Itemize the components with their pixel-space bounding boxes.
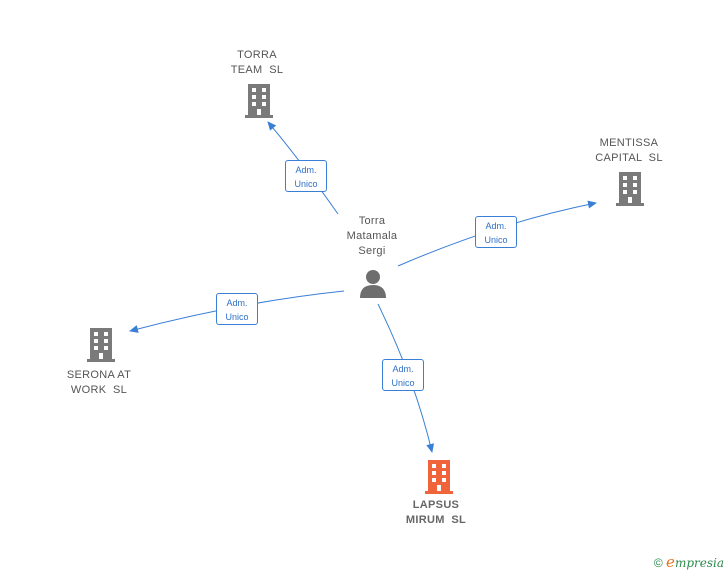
relation-role: Adm. <box>295 165 317 175</box>
relation-type: Unico <box>225 312 249 322</box>
relation-label-mentissa-capital[interactable]: Adm. Unico <box>475 216 517 248</box>
relation-label-serona-at-work[interactable]: Adm. Unico <box>216 293 258 325</box>
relation-role: Adm. <box>226 298 248 308</box>
building-icon[interactable] <box>86 328 116 362</box>
relation-label-lapsus-mirum[interactable]: Adm. Unico <box>382 359 424 391</box>
building-icon[interactable] <box>424 460 454 494</box>
relation-role: Adm. <box>392 364 414 374</box>
relation-role: Adm. <box>485 221 507 231</box>
relation-label-torra-team[interactable]: Adm. Unico <box>285 160 327 192</box>
company-label-mentissa-capital[interactable]: MENTISSA CAPITAL SL <box>595 137 663 164</box>
brand-name: mpresia <box>674 556 724 570</box>
company-label-serona-at-work[interactable]: SERONA AT WORK SL <box>66 369 132 396</box>
copyright-icon: © <box>653 556 663 570</box>
relation-type: Unico <box>391 378 415 388</box>
relation-type: Unico <box>294 179 318 189</box>
brand-logo: © empresia <box>654 553 724 571</box>
company-label-torra-team[interactable]: TORRA TEAM SL <box>230 49 284 76</box>
person-label[interactable]: Torra Matamala Sergi <box>346 215 398 257</box>
building-icon[interactable] <box>615 172 645 206</box>
brand-initial: e <box>666 553 675 571</box>
person-icon[interactable] <box>358 268 388 298</box>
company-label-lapsus-mirum[interactable]: LAPSUS MIRUM SL <box>405 499 467 526</box>
relation-type: Unico <box>484 235 508 245</box>
building-icon[interactable] <box>244 84 274 118</box>
